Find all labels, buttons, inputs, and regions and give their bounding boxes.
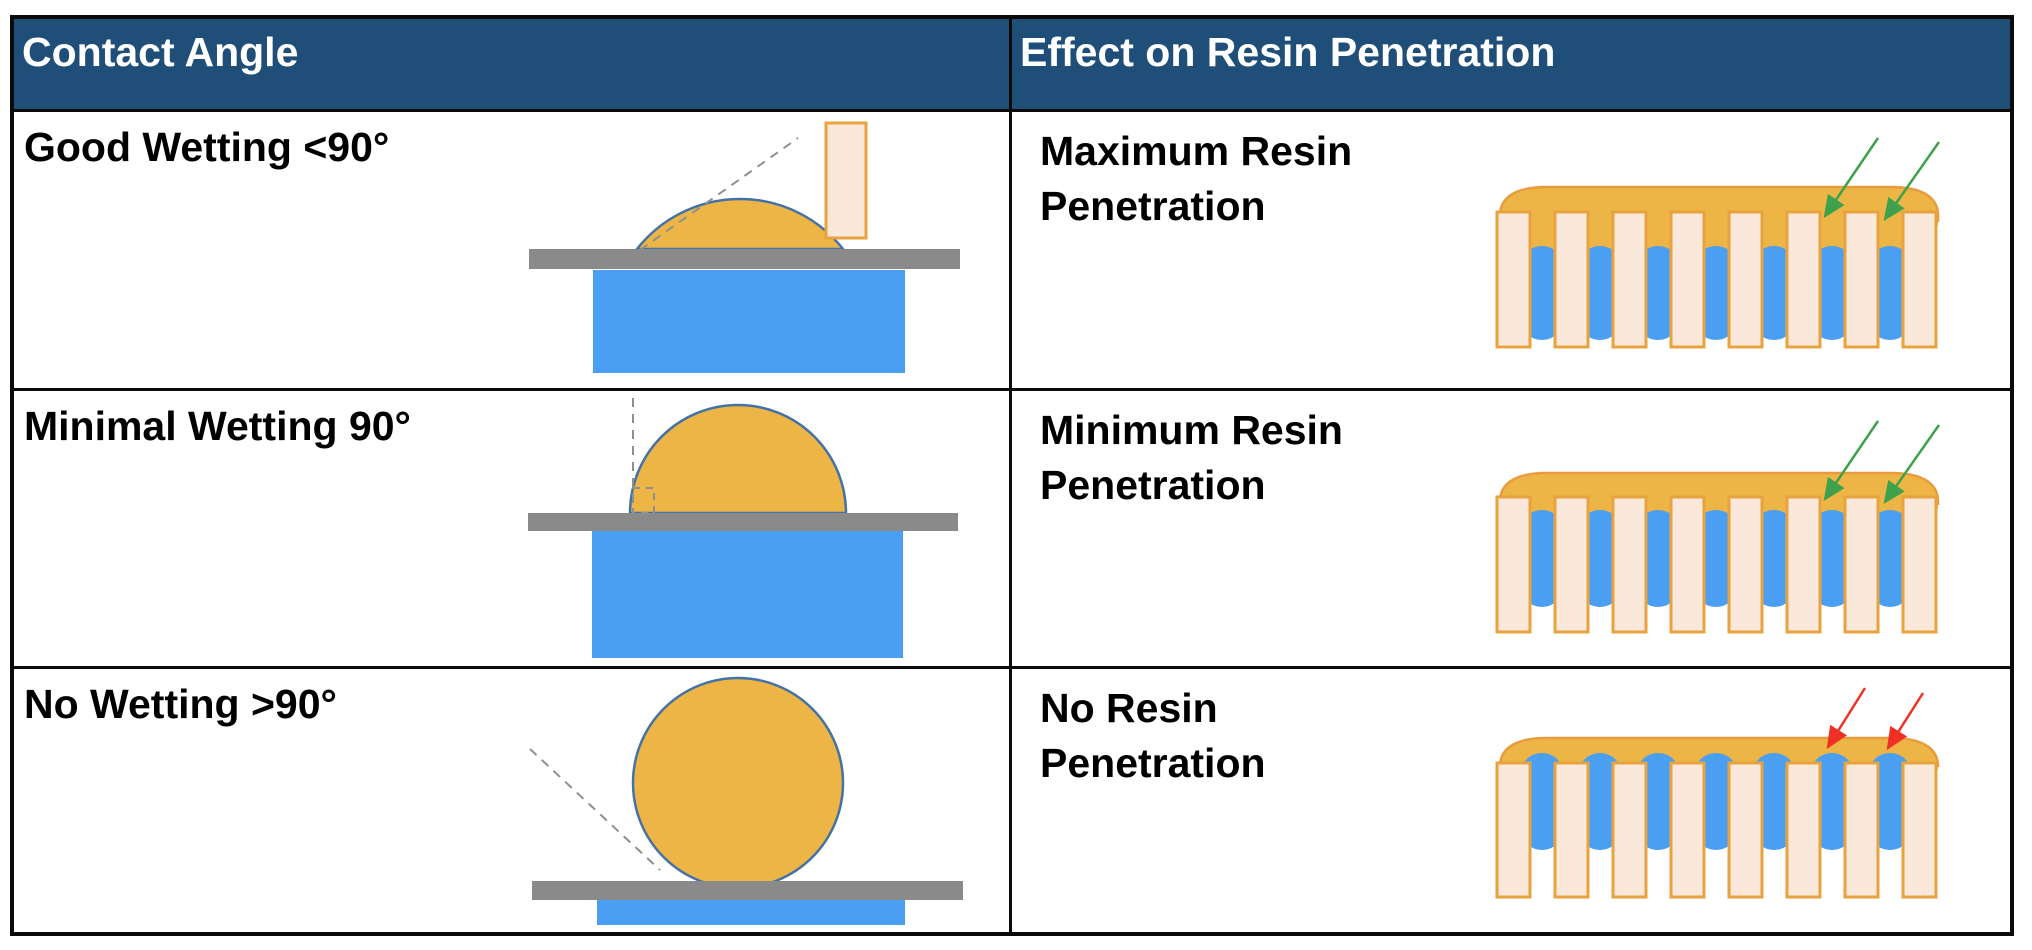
substrate-bar xyxy=(532,881,963,900)
wetting-effects-table: Contact Angle Effect on Resin Penetratio… xyxy=(10,15,2014,936)
tangent-dashed-line xyxy=(529,748,661,871)
fiber-posts xyxy=(1495,761,1938,899)
resin-cap-outline xyxy=(1498,471,1940,505)
minimum-penetration-diagram xyxy=(1495,420,1941,634)
cell-no-penetration: No Resin Penetration xyxy=(1012,669,2010,932)
cell-minimum-penetration: Minimum Resin Penetration xyxy=(1012,391,2010,669)
minimal-wetting-droplet-diagram xyxy=(528,398,958,658)
good-wetting-label: Good Wetting <90° xyxy=(24,124,390,170)
water-block xyxy=(593,270,905,373)
right-angle-marker xyxy=(632,487,655,514)
substrate-bar xyxy=(529,249,960,269)
substrate-bar xyxy=(528,513,958,531)
no-penetration-diagram xyxy=(1495,687,1940,899)
resin-cap-outline xyxy=(1498,185,1940,222)
fiber-post xyxy=(824,121,868,240)
no-penetration-label: No Resin Penetration xyxy=(1040,685,1266,786)
cell-no-wetting: No Wetting >90° xyxy=(14,669,1012,932)
fiber-posts xyxy=(1495,210,1938,349)
no-wetting-label: No Wetting >90° xyxy=(24,681,337,727)
header-effect: Effect on Resin Penetration xyxy=(1012,19,2010,112)
minimum-penetration-label: Minimum Resin Penetration xyxy=(1040,407,1343,508)
header-contact-angle-label: Contact Angle xyxy=(22,29,299,75)
cell-good-wetting: Good Wetting <90° xyxy=(14,112,1012,391)
tangent-dashed-line xyxy=(639,137,799,251)
resin-flow-arrows-green xyxy=(1823,137,1941,222)
fiber-posts xyxy=(1495,495,1938,634)
resin-droplet-low-angle xyxy=(634,197,846,251)
minimal-wetting-label: Minimal Wetting 90° xyxy=(24,403,411,449)
header-effect-label: Effect on Resin Penetration xyxy=(1020,29,1556,75)
good-wetting-droplet-diagram xyxy=(529,121,960,373)
no-wetting-droplet-diagram xyxy=(529,676,963,925)
resin-cap-outline xyxy=(1498,736,1940,767)
cell-minimal-wetting: Minimal Wetting 90° xyxy=(14,391,1012,669)
blocked-arrows-red xyxy=(1826,687,1925,751)
header-contact-angle: Contact Angle xyxy=(14,19,1012,112)
water-block xyxy=(592,531,903,658)
maximum-penetration-diagram xyxy=(1495,137,1941,349)
cell-maximum-penetration: Maximum Resin Penetration xyxy=(1012,112,2010,391)
water-block xyxy=(597,900,905,925)
resin-flow-arrows-green xyxy=(1823,420,1941,505)
resin-droplet-hemisphere xyxy=(628,403,848,515)
maximum-penetration-label: Maximum Resin Penetration xyxy=(1040,128,1353,229)
resin-droplet-sphere xyxy=(631,676,845,890)
